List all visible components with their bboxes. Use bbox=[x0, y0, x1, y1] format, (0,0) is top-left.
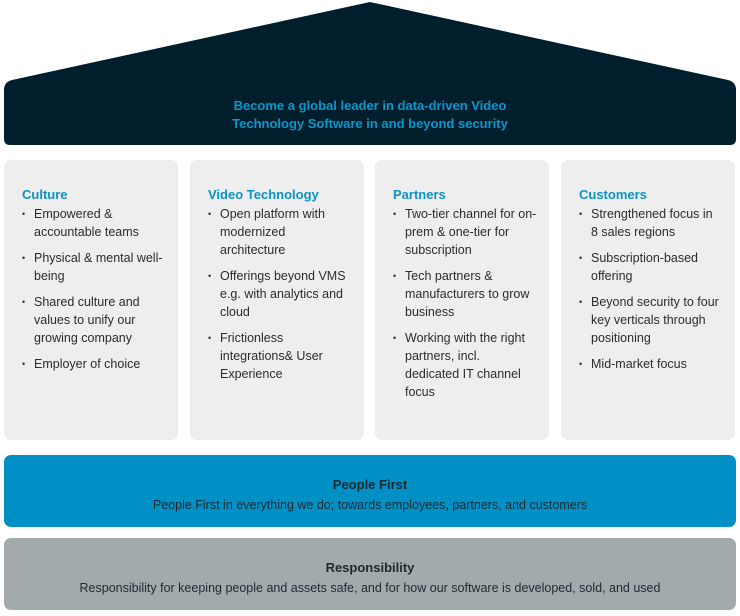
pillar-item: Open platform with modernized architectu… bbox=[208, 205, 352, 259]
vision-line-2: Technology Software in and beyond securi… bbox=[232, 115, 508, 131]
vision-line-1: Become a global leader in data-driven Vi… bbox=[233, 97, 507, 113]
pillar-item: Employer of choice bbox=[22, 355, 166, 373]
pillar-card-culture: CultureEmpowered & accountable teamsPhys… bbox=[4, 160, 178, 440]
responsibility-description: Responsibility for keeping people and as… bbox=[79, 581, 661, 595]
pillar-item: Beyond security to four key verticals th… bbox=[579, 293, 723, 347]
pillar-title: Culture bbox=[22, 187, 68, 202]
pillar-item: Working with the right partners, incl. d… bbox=[393, 329, 537, 401]
pillar-card-partners: PartnersTwo-tier channel for on-prem & o… bbox=[375, 160, 549, 440]
pillar-title: Video Technology bbox=[208, 187, 319, 202]
pillar-list: Two-tier channel for on-prem & one-tier … bbox=[393, 205, 537, 401]
pillar-title: Partners bbox=[393, 187, 446, 202]
pillar-item: Frictionless integrations& User Experien… bbox=[208, 329, 352, 383]
people-first-description: People First in everything we do; toward… bbox=[152, 498, 588, 512]
pillar-item: Two-tier channel for on-prem & one-tier … bbox=[393, 205, 537, 259]
pillar-item: Shared culture and values to unify our g… bbox=[22, 293, 166, 347]
pillar-list: Empowered & accountable teamsPhysical & … bbox=[22, 205, 166, 373]
pillar-item: Subscription-based offering bbox=[579, 249, 723, 285]
pillar-item: Offerings beyond VMS e.g. with analytics… bbox=[208, 267, 352, 321]
responsibility-band: Responsibility Responsibility for keepin… bbox=[4, 538, 736, 610]
people-first-band: People First People First in everything … bbox=[4, 455, 736, 527]
pillar-list: Open platform with modernized architectu… bbox=[208, 205, 352, 383]
responsibility-title: Responsibility bbox=[325, 560, 415, 575]
pillar-item: Physical & mental well-being bbox=[22, 249, 166, 285]
pillar-item: Strengthened focus in 8 sales regions bbox=[579, 205, 723, 241]
pillar-item: Tech partners & manufacturers to grow bu… bbox=[393, 267, 537, 321]
pillar-title: Customers bbox=[579, 187, 647, 202]
people-first-title: People First bbox=[332, 477, 408, 492]
pillar-item: Empowered & accountable teams bbox=[22, 205, 166, 241]
pillar-card-customers: CustomersStrengthened focus in 8 sales r… bbox=[561, 160, 735, 440]
house-roof bbox=[4, 2, 736, 145]
pillar-list: Strengthened focus in 8 sales regionsSub… bbox=[579, 205, 723, 373]
vision-statement: Become a global leader in data-driven Vi… bbox=[4, 80, 736, 145]
pillar-card-video-technology: Video TechnologyOpen platform with moder… bbox=[190, 160, 364, 440]
pillar-item: Mid-market focus bbox=[579, 355, 723, 373]
